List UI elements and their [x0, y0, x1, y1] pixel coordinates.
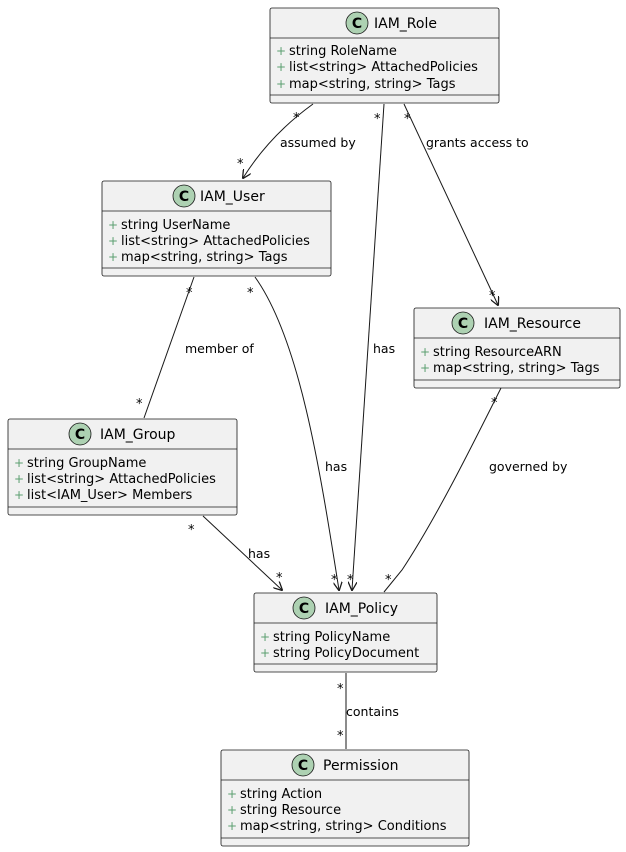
attribute: map<string, string> Tags	[433, 361, 600, 376]
relation-label: grants access to	[426, 135, 529, 150]
attribute: list<string> AttachedPolicies	[27, 472, 216, 487]
class-badge-icon: C	[451, 311, 475, 335]
multiplicity: *	[237, 157, 244, 172]
relation-label: has	[325, 459, 347, 474]
badge-letter: C	[75, 427, 85, 443]
class-iam-group[interactable]: C IAM_Group + string GroupName + list<st…	[7, 418, 238, 516]
attribute: list<IAM_User> Members	[27, 488, 193, 503]
class-name: IAM_Role	[374, 16, 437, 32]
class-badge-icon: C	[292, 596, 316, 620]
relation-label: contains	[346, 704, 399, 719]
visibility-marker: +	[420, 361, 430, 375]
attribute: string RoleName	[289, 44, 397, 59]
multiplicity: *	[491, 396, 498, 411]
visibility-marker: +	[108, 250, 118, 264]
class-iam-role[interactable]: C IAM_Role + string RoleName + list<stri…	[269, 7, 500, 104]
class-name: IAM_User	[200, 189, 265, 205]
multiplicity: *	[374, 112, 381, 127]
class-badge-icon: C	[345, 11, 369, 35]
attribute: string GroupName	[27, 456, 146, 471]
multiplicity: *	[136, 397, 143, 412]
badge-letter: C	[299, 601, 309, 617]
multiplicity: *	[247, 286, 254, 301]
attribute: string UserName	[121, 218, 230, 233]
class-name: IAM_Policy	[325, 601, 398, 617]
class-name: IAM_Resource	[484, 316, 581, 332]
multiplicity: *	[276, 571, 283, 586]
multiplicity: *	[385, 573, 392, 588]
class-badge-icon: C	[68, 422, 92, 446]
visibility-marker: +	[260, 630, 270, 644]
badge-letter: C	[179, 189, 189, 205]
edge-role-resource: * * grants access to	[403, 103, 529, 305]
multiplicity: *	[489, 289, 496, 304]
attribute: map<string, string> Conditions	[240, 819, 447, 834]
visibility-marker: +	[14, 472, 24, 486]
class-name: Permission	[323, 758, 399, 774]
class-iam-resource[interactable]: C IAM_Resource + string ResourceARN + ma…	[413, 307, 621, 389]
class-iam-policy[interactable]: C IAM_Policy + string PolicyName + strin…	[253, 592, 438, 673]
multiplicity: *	[188, 523, 195, 538]
visibility-marker: +	[14, 456, 24, 470]
multiplicity: *	[337, 682, 344, 697]
attribute: string ResourceARN	[433, 345, 562, 360]
class-iam-user[interactable]: C IAM_User + string UserName + list<stri…	[101, 180, 332, 277]
visibility-marker: +	[227, 819, 237, 833]
relation-label: has	[248, 546, 270, 561]
class-badge-icon: C	[291, 753, 315, 777]
multiplicity: *	[293, 111, 300, 126]
visibility-marker: +	[276, 77, 286, 91]
attribute: list<string> AttachedPolicies	[121, 234, 310, 249]
multiplicity: *	[186, 286, 193, 301]
attribute: string Resource	[240, 803, 341, 818]
multiplicity: *	[404, 112, 411, 127]
visibility-marker: +	[420, 345, 430, 359]
attribute: list<string> AttachedPolicies	[289, 60, 478, 75]
badge-letter: C	[352, 16, 362, 32]
attribute: string PolicyDocument	[273, 646, 419, 661]
attribute: string Action	[240, 787, 322, 802]
visibility-marker: +	[14, 488, 24, 502]
multiplicity: *	[337, 729, 344, 744]
badge-letter: C	[298, 758, 308, 774]
visibility-marker: +	[227, 803, 237, 817]
edge-policy-permission: * * contains	[337, 673, 399, 749]
edge-role-policy: * * has	[347, 103, 395, 590]
multiplicity: *	[331, 573, 338, 588]
badge-letter: C	[458, 316, 468, 332]
visibility-marker: +	[260, 646, 270, 660]
visibility-marker: +	[108, 234, 118, 248]
edge-role-user: * * assumed by	[237, 103, 356, 178]
visibility-marker: +	[227, 787, 237, 801]
edge-user-policy: * * has	[247, 276, 347, 590]
edge-group-policy: * * has	[188, 515, 283, 590]
multiplicity: *	[347, 573, 354, 588]
attribute: map<string, string> Tags	[289, 77, 456, 92]
relation-label: has	[373, 341, 395, 356]
visibility-marker: +	[276, 44, 286, 58]
visibility-marker: +	[108, 218, 118, 232]
edge-user-group: * * member of	[136, 276, 254, 419]
relation-label: assumed by	[280, 135, 356, 150]
relation-label: governed by	[489, 459, 568, 474]
attribute: map<string, string> Tags	[121, 250, 288, 265]
class-badge-icon: C	[172, 184, 196, 208]
visibility-marker: +	[276, 60, 286, 74]
relation-label: member of	[185, 341, 254, 356]
class-permission[interactable]: C Permission + string Action + string Re…	[220, 749, 470, 847]
attribute: string PolicyName	[273, 630, 390, 645]
class-name: IAM_Group	[100, 427, 176, 443]
edge-resource-policy: * * governed by	[383, 387, 568, 593]
